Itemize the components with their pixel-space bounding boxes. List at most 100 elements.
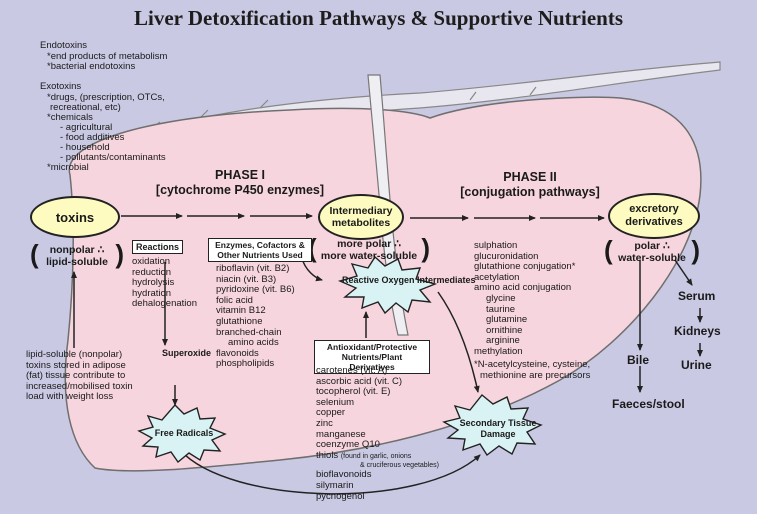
enzyme-item: flavonoids	[216, 347, 259, 359]
phase2-item: glucuronidation	[474, 250, 539, 262]
exotoxin-line: recreational, etc)	[50, 102, 121, 113]
exotoxin-line: - agricultural	[60, 122, 113, 133]
reaction-item: hydration	[132, 287, 172, 299]
secondary-tissue-damage-label: Secondary Tissue Damage	[459, 418, 537, 439]
phase2-item: arginine	[486, 335, 520, 347]
enzymes-list: riboflavin (vit. B2) niacin (vit. B3) py…	[216, 263, 295, 370]
enzyme-item: phospholipids	[216, 358, 275, 370]
toxins-properties: nonpolar ∴ lipid-soluble	[30, 240, 124, 268]
urine-label: Urine	[681, 358, 712, 372]
roi-label: Reactive Oxygen Intermediates	[342, 275, 476, 285]
enzyme-item: folic acid	[216, 294, 253, 306]
reactions-list: oxidation reduction hydrolysis hydration…	[132, 256, 197, 310]
exotoxin-line: *drugs, (prescription, OTCs,	[47, 92, 165, 103]
antioxidant-box: Antioxidant/Protective Nutrients/Plant D…	[314, 340, 430, 374]
free-radicals-label: Free Radicals	[154, 428, 214, 438]
faeces-label: Faeces/stool	[612, 397, 685, 411]
exotoxin-line: *microbial	[47, 162, 89, 173]
antioxidant-list: carotenes (vit. A) ascorbic acid (vit. C…	[316, 365, 439, 502]
burst-roi	[337, 255, 438, 315]
enzyme-item: vitamin B12	[216, 305, 266, 317]
enzymes-box: Enzymes, Cofactors & Other Nutrients Use…	[208, 238, 312, 262]
adipose-line: increased/mobilised toxin	[26, 380, 133, 392]
intermediary-metabolites-node: Intermediary metabolites	[318, 194, 404, 240]
burst-secondary	[442, 394, 543, 457]
enzyme-item: branched-chain	[216, 326, 282, 338]
phase2-item: taurine	[486, 303, 516, 315]
endotoxin-item: *end products of metabolism	[47, 51, 168, 62]
antioxidant-item: carotenes (vit. A)	[316, 365, 388, 376]
main-flow-arrows	[71, 213, 703, 495]
endotoxin-item: *bacterial endotoxins	[47, 61, 136, 72]
phase2-item: methylation	[474, 345, 523, 357]
phase2-note: *N-acetylcysteine, cysteine,	[474, 359, 591, 370]
antioxidant-item: ascorbic acid (vit. C)	[316, 375, 403, 387]
superoxide-label: Superoxide	[162, 348, 212, 358]
thiols-note-2: & cruciferous vegetables)	[360, 462, 439, 470]
enzyme-item: pyridoxine (vit. B6)	[216, 284, 295, 296]
antioxidant-item: manganese	[316, 428, 366, 440]
exotoxin-line: - household	[60, 142, 110, 153]
phase2-heading: PHASE II [conjugation pathways]	[430, 170, 630, 200]
property-line: polar ∴	[634, 240, 670, 252]
exotoxin-line: *chemicals	[47, 112, 93, 123]
adipose-line: lipid-soluble (nonpolar)	[26, 349, 123, 360]
kidneys-label: Kidneys	[674, 324, 721, 338]
intermediary-properties: more polar ∴ more water-soluble	[308, 234, 430, 262]
phase2-item: amino acid conjugation	[474, 282, 572, 294]
enzyme-item: riboflavin (vit. B2)	[216, 263, 290, 274]
property-line: more polar ∴	[337, 238, 401, 250]
endotoxins-heading: Endotoxins	[40, 40, 88, 51]
phase2-item: ornithine	[486, 324, 523, 336]
enzyme-item: amino acids	[228, 337, 279, 349]
excretory-derivatives-node: excretory derivatives	[608, 193, 700, 239]
bile-label: Bile	[627, 353, 650, 367]
reaction-item: reduction	[132, 266, 172, 278]
antioxidant-item: silymarin	[316, 479, 354, 491]
antioxidant-item: zinc	[316, 417, 333, 429]
reaction-item: dehalogenation	[132, 298, 197, 310]
adipose-note: lipid-soluble (nonpolar) toxins stored i…	[26, 349, 133, 403]
enzyme-item: glutathione	[216, 315, 263, 327]
thiols-label: thiols	[316, 449, 339, 461]
antioxidant-item: selenium	[316, 396, 355, 408]
reactions-box: Reactions	[132, 240, 184, 254]
reaction-item: hydrolysis	[132, 277, 175, 289]
excretory-properties: polar ∴ water-soluble	[604, 236, 700, 264]
property-line: more water-soluble	[320, 250, 418, 262]
phase1-title: PHASE I	[214, 168, 265, 182]
adipose-line: load with weight loss	[26, 391, 114, 403]
enzyme-item: niacin (vit. B3)	[216, 273, 277, 285]
property-line: water-soluble	[618, 252, 686, 264]
phase2-item: sulphation	[474, 240, 518, 251]
antioxidant-item: tocopherol (vit. E)	[316, 386, 391, 398]
phase1-heading: PHASE I [cytochrome P450 enzymes]	[120, 168, 360, 198]
phase1-subtitle: [cytochrome P450 enzymes]	[155, 183, 325, 197]
thiols-line: thiols (found in garlic, onions	[316, 449, 439, 463]
toxins-node: toxins	[30, 196, 120, 238]
antioxidant-item: copper	[316, 407, 346, 419]
exotoxin-line: - pollutants/contaminants	[60, 152, 166, 163]
exotoxins-heading: Exotoxins	[40, 81, 82, 92]
antioxidant-item: pycnogenol	[316, 490, 365, 502]
thiols-note: (found in garlic, onions	[340, 452, 412, 460]
adipose-line: toxins stored in adipose	[26, 359, 126, 371]
reaction-item: oxidation	[132, 256, 171, 267]
antioxidant-item: coenzyme Q10	[316, 439, 380, 451]
phase2-title: PHASE II	[503, 170, 557, 184]
phase2-list: sulphation glucuronidation glutathione c…	[474, 240, 576, 358]
property-line: lipid-soluble	[46, 256, 108, 268]
serum-label: Serum	[678, 289, 716, 303]
diagram-title: Liver Detoxification Pathways & Supporti…	[134, 6, 623, 30]
phase2-note: methionine are precursors	[480, 370, 591, 381]
adipose-line: (fat) tissue contribute to	[26, 370, 126, 382]
phase2-item: glutathione conjugation*	[474, 261, 576, 273]
phase2-subtitle: [conjugation pathways]	[460, 185, 600, 199]
exotoxin-line: - food additives	[60, 132, 125, 143]
antioxidant-item: bioflavonoids	[316, 469, 372, 481]
phase2-item: glycine	[486, 292, 516, 304]
burst-free-radicals	[137, 403, 227, 464]
property-line: nonpolar ∴	[49, 244, 105, 256]
